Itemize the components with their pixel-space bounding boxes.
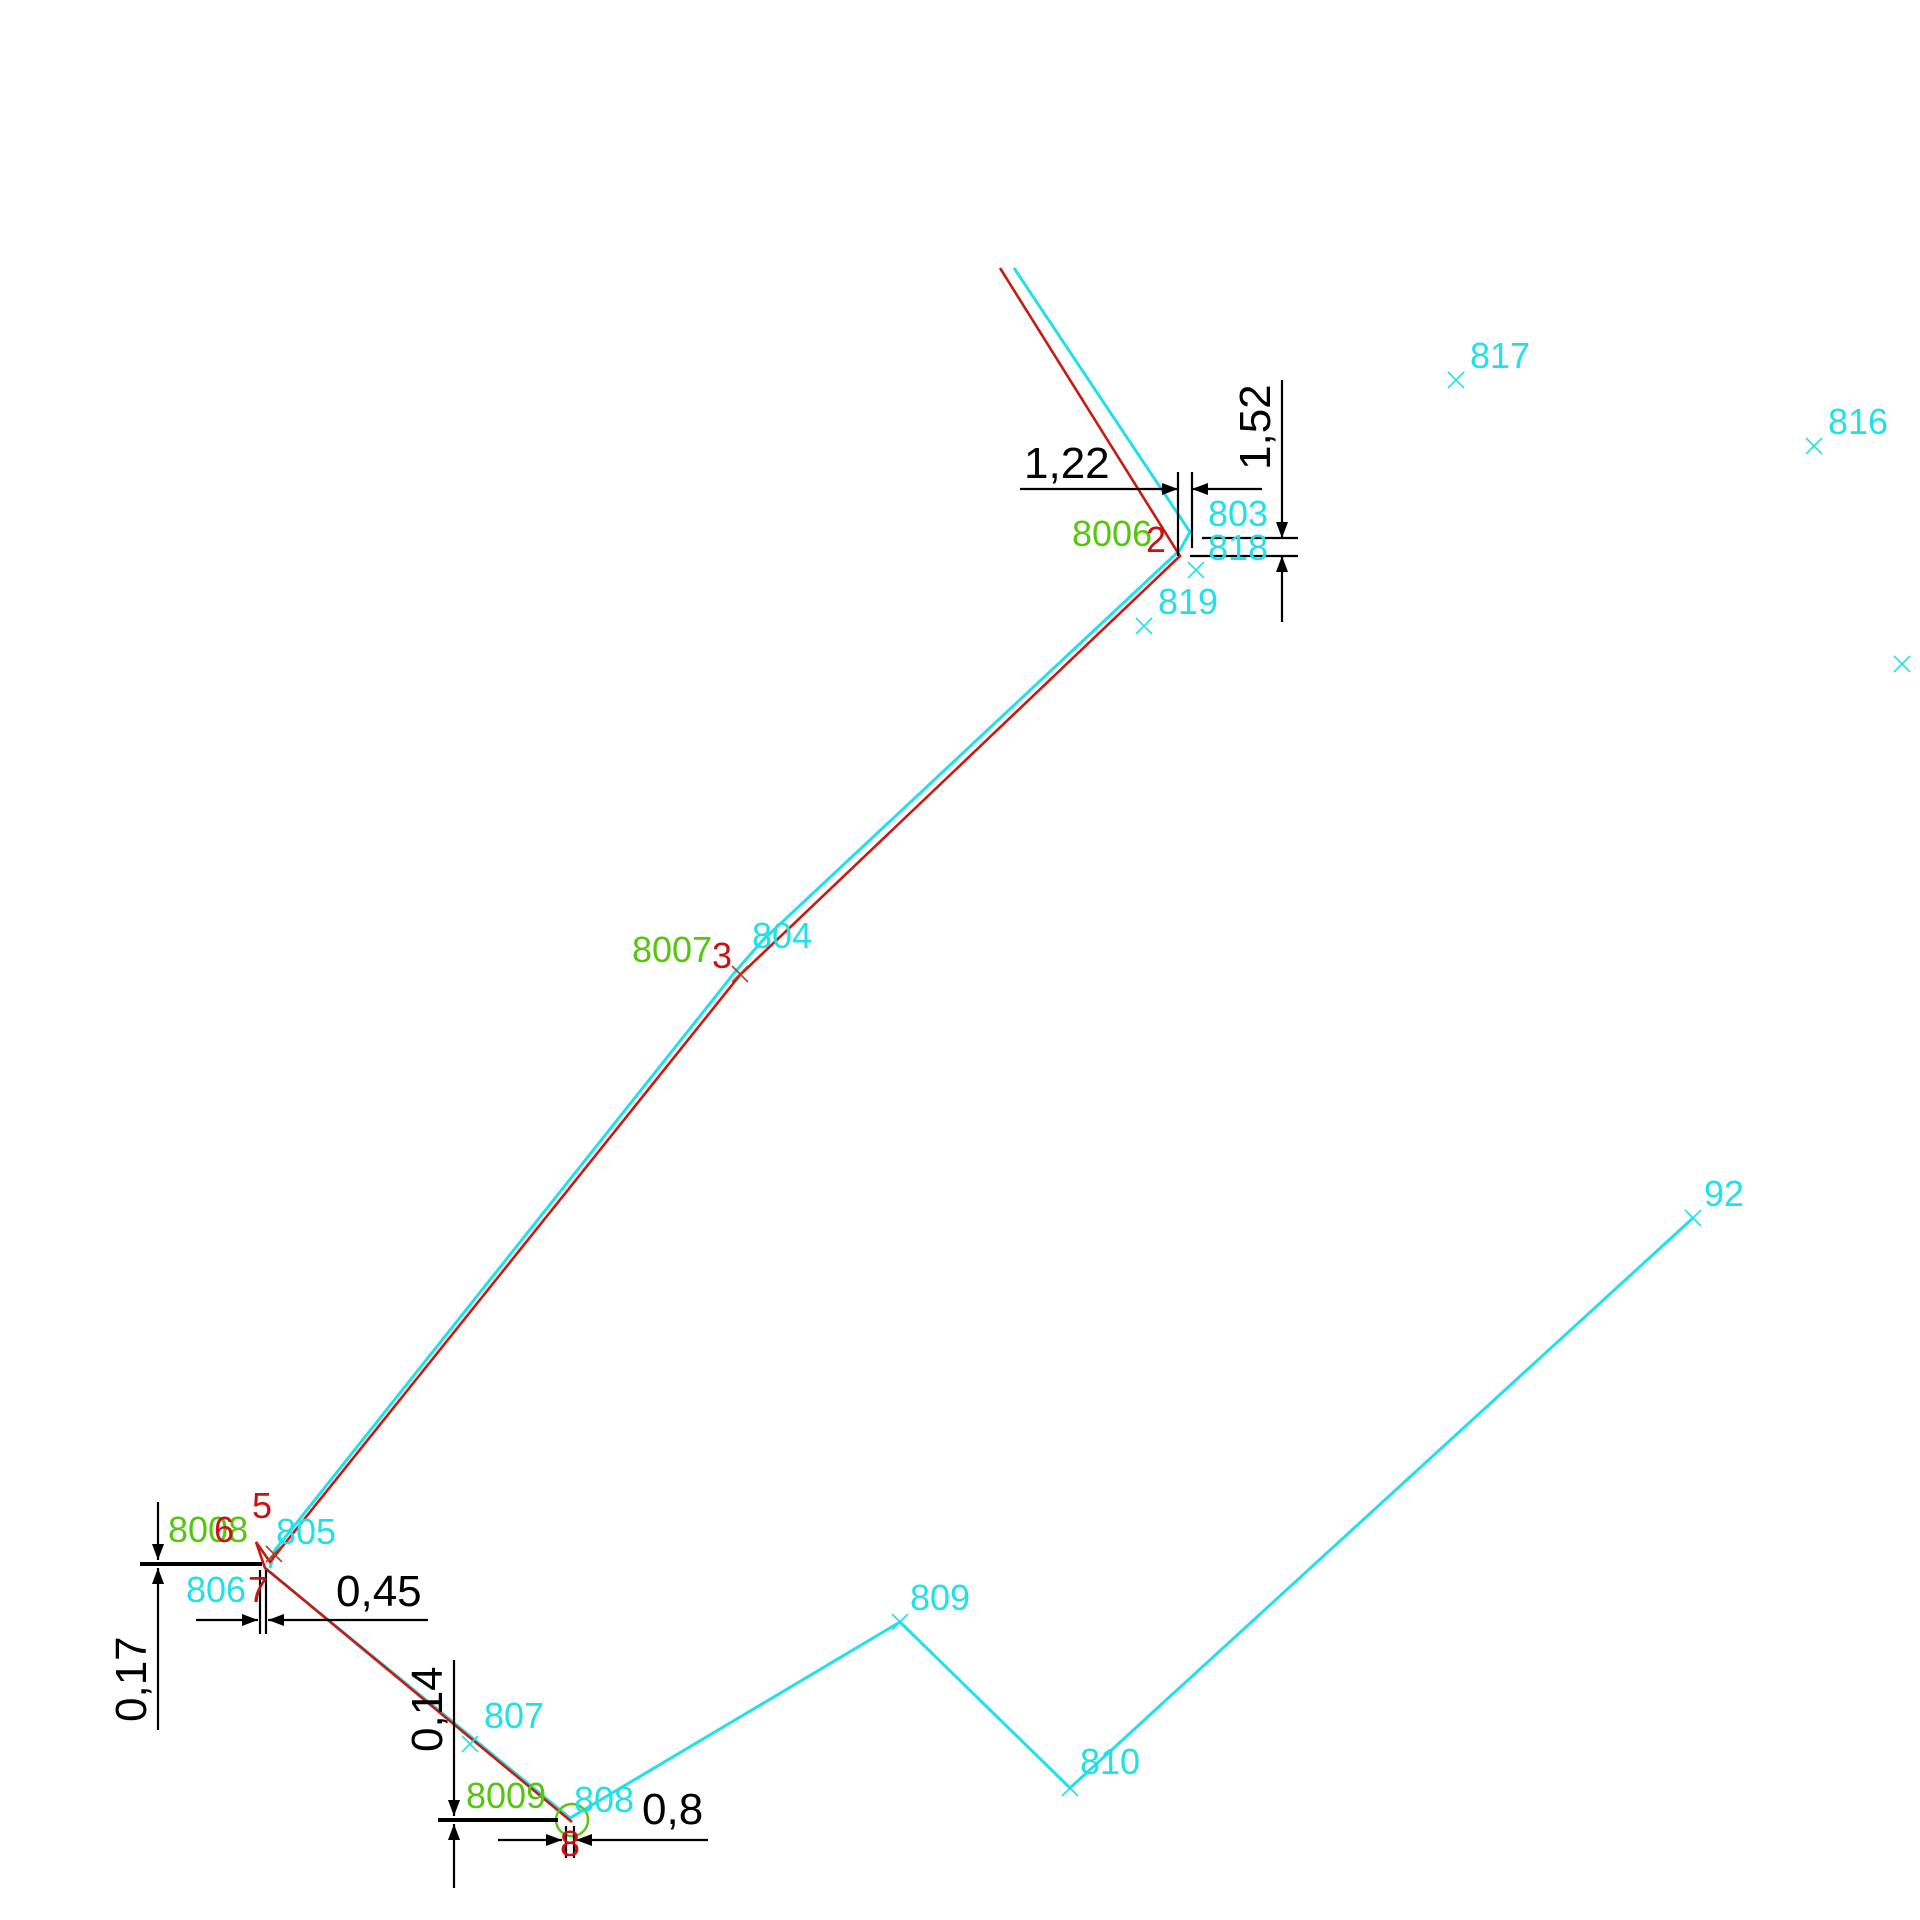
dim-label-0-14: 0,14: [403, 1666, 452, 1752]
dim-label-0-8: 0,8: [642, 1785, 703, 1834]
marker-818: [1187, 561, 1205, 579]
vertex-number-3: 3: [712, 935, 732, 976]
dimension-0-14: 0,14: [403, 1660, 558, 1888]
point-label-810: 810: [1080, 1741, 1140, 1782]
marker-804: [731, 965, 749, 983]
dim-label-0-17: 0,17: [107, 1636, 156, 1722]
vertex-number-7: 7: [248, 1569, 268, 1610]
dimension-1-22: 1,22: [1020, 439, 1262, 556]
point-label-809: 809: [910, 1577, 970, 1618]
marker-817: [1447, 371, 1465, 389]
boundary-label-8008: 8008: [168, 1509, 248, 1550]
vertex-number-8: 8: [560, 1823, 580, 1864]
dim-label-1-22: 1,22: [1024, 439, 1110, 488]
boundary-line: [254, 267, 1182, 1824]
boundary-label-8006: 8006: [1072, 513, 1152, 554]
boundary-label-8007: 8007: [632, 929, 712, 970]
point-label-803: 803: [1208, 493, 1268, 534]
point-label-817: 817: [1470, 335, 1530, 376]
dim-label-0-45: 0,45: [336, 1567, 422, 1616]
point-label-819: 819: [1158, 581, 1218, 622]
marker-edge: [1893, 655, 1911, 673]
marker-810: [1061, 1779, 1079, 1797]
marker-807: [461, 1735, 479, 1753]
boundary-label-8009: 8009: [466, 1775, 546, 1816]
dimension-1-52: 1,52: [1190, 380, 1298, 622]
marker-805: [265, 1545, 283, 1563]
point-label-804: 804: [752, 915, 812, 956]
dim-label-1-52: 1,52: [1231, 384, 1280, 470]
marker-92: [1684, 1209, 1702, 1227]
marker-819: [1135, 617, 1153, 635]
dimension-0-45: 0,45: [196, 1567, 428, 1634]
vertex-number-2: 2: [1146, 519, 1166, 560]
point-label-816: 816: [1828, 401, 1888, 442]
dimension-0-17: 0,17: [107, 1502, 262, 1730]
survey-line-upper: [268, 267, 1192, 1569]
point-label-808: 808: [574, 1779, 634, 1820]
point-label-92: 92: [1704, 1173, 1744, 1214]
point-label-818: 818: [1208, 527, 1268, 568]
point-markers: [265, 371, 1911, 1797]
point-label-805: 805: [276, 1511, 336, 1552]
survey-line-lower: [264, 1216, 1695, 1820]
marker-809: [891, 1613, 909, 1631]
point-label-807: 807: [484, 1695, 544, 1736]
marker-816: [1805, 437, 1823, 455]
vertex-number-6: 6: [214, 1509, 234, 1550]
dimension-0-8: 0,8: [498, 1785, 708, 1858]
point-label-806: 806: [186, 1569, 246, 1610]
vertex-number-5: 5: [252, 1485, 272, 1526]
